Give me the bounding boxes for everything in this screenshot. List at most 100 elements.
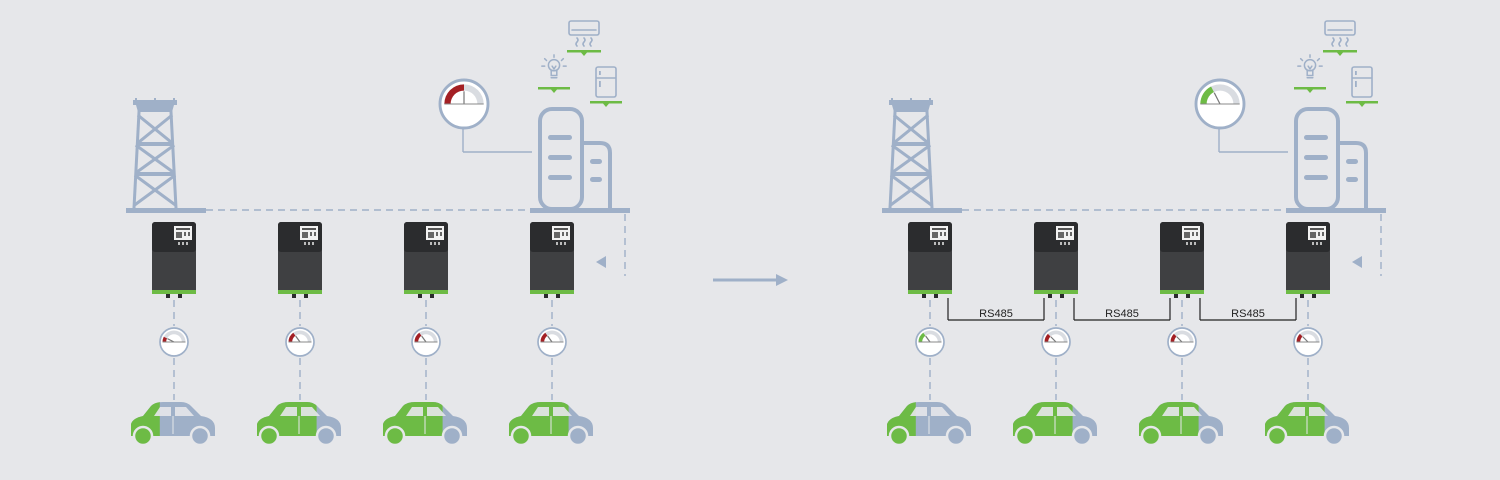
car-icon xyxy=(1013,402,1097,447)
car-wheel xyxy=(258,425,280,447)
car-wheel xyxy=(945,425,967,447)
car-window xyxy=(931,407,950,416)
gauge-hub xyxy=(1300,334,1316,342)
car-wheel xyxy=(1197,425,1219,447)
fridge-icon xyxy=(595,66,617,98)
charger-station xyxy=(887,222,971,447)
car-wheel xyxy=(1014,425,1036,447)
car-window xyxy=(1162,407,1179,416)
car-icon xyxy=(1265,402,1349,447)
ev-charger-icon xyxy=(908,222,952,298)
gauge-hub xyxy=(1048,334,1064,342)
car-wheel xyxy=(1266,425,1288,447)
charger-station xyxy=(1265,222,1349,447)
car-wheel xyxy=(384,425,406,447)
car-window xyxy=(301,407,320,416)
rs485-label: RS485 xyxy=(1231,308,1265,320)
car-wheel xyxy=(315,425,337,447)
appliance-stand xyxy=(1307,89,1313,93)
panel-without-load-balancing xyxy=(126,20,630,447)
power-tower-icon xyxy=(126,98,206,215)
gauge-needle xyxy=(925,335,931,343)
charger-station xyxy=(509,222,593,447)
car-wheel xyxy=(441,425,463,447)
building-load-gauge xyxy=(438,78,490,130)
car-window xyxy=(1183,407,1202,416)
car-window xyxy=(427,407,446,416)
rs485-bus: RS485 RS485 RS485 xyxy=(947,298,1297,321)
car-window xyxy=(406,407,423,416)
car-wheel xyxy=(132,425,154,447)
charger-load-gauge xyxy=(537,327,567,357)
panel-with-load-balancing: RS485 RS485 RS485 xyxy=(882,20,1386,447)
car-icon xyxy=(257,402,341,447)
car-icon xyxy=(509,402,593,447)
car-wheel xyxy=(567,425,589,447)
charger-load-gauge xyxy=(1041,327,1071,357)
charger-load-gauge xyxy=(915,327,945,357)
car-window xyxy=(1309,407,1328,416)
charger-load-gauge xyxy=(411,327,441,357)
gauge-needle xyxy=(421,335,427,343)
light-bulb-icon xyxy=(541,54,567,79)
charger-load-gauge xyxy=(1293,327,1323,357)
car-icon xyxy=(383,402,467,447)
car-wheel xyxy=(1140,425,1162,447)
control-arrow-icon xyxy=(596,256,606,268)
control-arrow-icon xyxy=(1352,256,1362,268)
car-wheel xyxy=(1071,425,1093,447)
car-window xyxy=(1057,407,1076,416)
appliance-stand xyxy=(603,103,609,107)
gauge-needle xyxy=(295,335,301,343)
car-window xyxy=(910,407,927,416)
rs485-label: RS485 xyxy=(1105,308,1139,320)
light-bulb-icon xyxy=(1297,54,1323,79)
air-conditioner-icon xyxy=(1324,20,1356,47)
appliance-stand xyxy=(538,87,570,90)
charger-station xyxy=(1013,222,1097,447)
gauge-hub xyxy=(1174,334,1190,342)
appliance-stand xyxy=(590,101,622,104)
ev-charger-icon xyxy=(1286,222,1330,298)
ev-charger-icon xyxy=(530,222,574,298)
ev-charger-icon xyxy=(404,222,448,298)
charger-station xyxy=(1139,222,1223,447)
car-window xyxy=(553,407,572,416)
arrow-head xyxy=(776,274,788,286)
appliance-stand xyxy=(1359,103,1365,107)
ev-charger-icon xyxy=(278,222,322,298)
rs485-label: RS485 xyxy=(979,308,1013,320)
gauge-needle xyxy=(167,338,175,343)
charger-station xyxy=(383,222,467,447)
ev-charger-icon xyxy=(1034,222,1078,298)
power-tower-icon xyxy=(882,98,962,215)
gauge-needle xyxy=(1050,336,1057,343)
appliance-stand xyxy=(1294,87,1326,90)
car-window xyxy=(154,407,171,416)
gauge-needle xyxy=(1176,336,1183,343)
building-load-gauge xyxy=(1194,78,1246,130)
charger-station xyxy=(131,222,215,447)
appliance-stand xyxy=(551,89,557,93)
appliance-stand xyxy=(567,50,601,53)
ev-charger-icon xyxy=(152,222,196,298)
car-wheel xyxy=(189,425,211,447)
car-icon xyxy=(887,402,971,447)
car-window xyxy=(175,407,194,416)
appliance-stand xyxy=(581,52,587,56)
building-icon xyxy=(1286,107,1386,215)
gauge-needle xyxy=(1213,92,1221,105)
charger-station xyxy=(257,222,341,447)
car-icon xyxy=(1139,402,1223,447)
car-window xyxy=(1288,407,1305,416)
fridge-icon xyxy=(1351,66,1373,98)
car-window xyxy=(532,407,549,416)
car-window xyxy=(1036,407,1053,416)
gauge-hub xyxy=(1206,90,1234,104)
charger-load-gauge xyxy=(1167,327,1197,357)
appliance-stand xyxy=(1337,52,1343,56)
gauge-needle xyxy=(1302,336,1309,343)
charger-load-gauge xyxy=(159,327,189,357)
ev-charger-icon xyxy=(1160,222,1204,298)
